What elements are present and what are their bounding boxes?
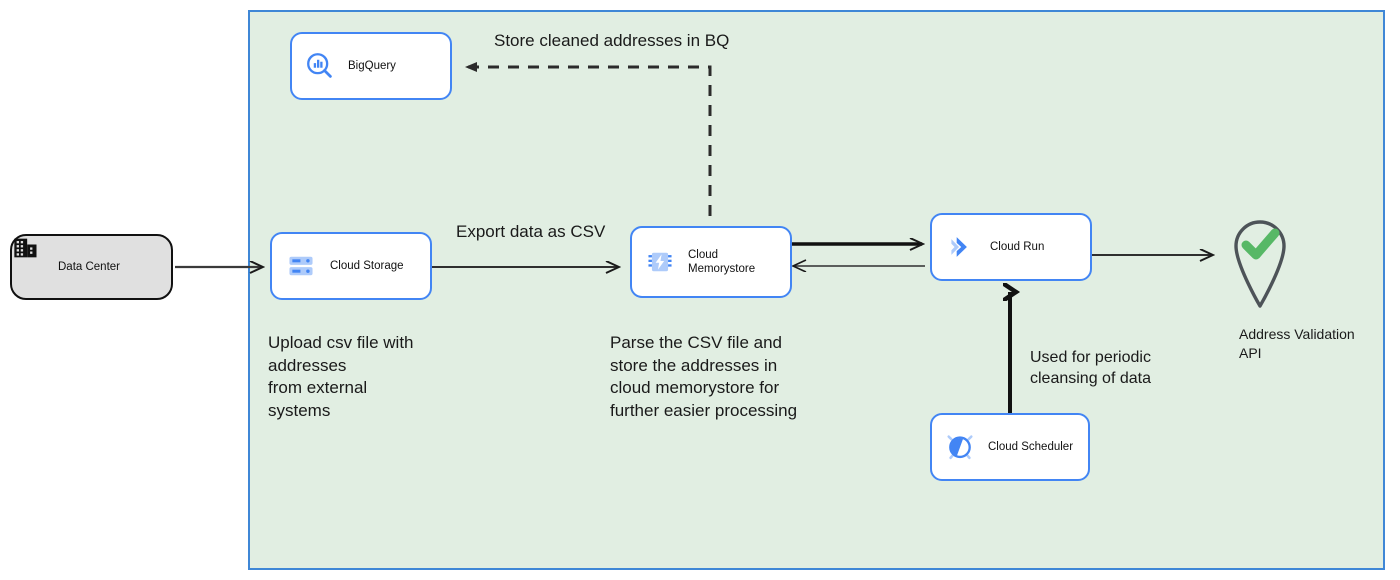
- edge-memorystore-to-bigquery: [465, 62, 712, 216]
- node-address-validation-api[interactable]: [1218, 205, 1302, 310]
- caption-parse-csv: Parse the CSV file and store the address…: [610, 333, 798, 420]
- node-cloud-run[interactable]: Cloud Run: [930, 213, 1092, 281]
- building-icon: [12, 234, 58, 300]
- node-bigquery[interactable]: BigQuery: [290, 32, 452, 100]
- map-pin-check-icon: [1234, 220, 1286, 308]
- node-label-cloud-scheduler: Cloud Scheduler: [988, 440, 1074, 453]
- node-label-cloud-memorystore: Cloud Memorystore: [688, 248, 756, 275]
- google-cloud-boundary: [248, 10, 1385, 570]
- node-data-center[interactable]: Data Center: [10, 234, 173, 300]
- cloud-run-icon: [932, 213, 990, 281]
- bigquery-icon: [292, 32, 348, 100]
- caption-upload-csv: Upload csv file with addresses from exte…: [268, 333, 414, 420]
- edge-label-store-cleaned-addresses: Store cleaned addresses in BQ: [494, 31, 730, 50]
- node-label-bigquery: BigQuery: [348, 59, 396, 72]
- cloud-storage-icon: [272, 232, 330, 300]
- node-cloud-memorystore[interactable]: Cloud Memorystore: [630, 226, 792, 298]
- node-cloud-storage[interactable]: Cloud Storage: [270, 232, 432, 300]
- edge-label-export-data-as-csv: Export data as CSV: [456, 222, 606, 241]
- cloud-scheduler-icon: [932, 413, 988, 481]
- node-label-cloud-run: Cloud Run: [990, 240, 1045, 253]
- label-address-validation-api: Address Validation API: [1239, 326, 1355, 361]
- node-label-data-center: Data Center: [58, 261, 121, 273]
- edge-label-periodic-cleansing: Used for periodic cleansing of data: [1030, 349, 1151, 388]
- node-cloud-scheduler[interactable]: Cloud Scheduler: [930, 413, 1090, 481]
- cloud-memorystore-icon: [632, 226, 688, 298]
- node-label-cloud-storage: Cloud Storage: [330, 259, 404, 272]
